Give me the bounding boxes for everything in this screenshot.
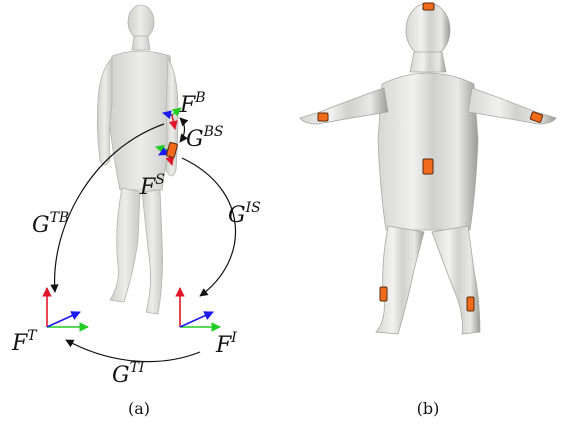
label-transform-global-inertial: GTI (112, 360, 145, 388)
arrow-g-bs (180, 118, 185, 142)
sensor-left-wrist (318, 113, 328, 121)
label-transform-inertial-sensor: GIS (228, 200, 261, 228)
inertial-frame-axes (180, 288, 220, 327)
arrow-g-ti (66, 340, 200, 362)
label-transform-bone-sensor: GBS (186, 124, 223, 152)
panel-a: FB GBS FS GTB GIS FT FI GTI (a) (11, 5, 261, 418)
label-frame-global: FT (11, 328, 38, 356)
caption-b: (b) (417, 399, 440, 418)
sensor-head (423, 3, 434, 10)
global-frame-axes (47, 288, 88, 327)
label-frame-sensor: FS (139, 172, 165, 200)
human-body-mesh-a (97, 5, 178, 314)
sensor-left-knee (380, 287, 387, 301)
label-frame-bone: FB (179, 90, 206, 118)
sensor-right-knee (467, 297, 474, 311)
label-transform-global-bone: GTB (32, 210, 69, 238)
panel-b: (b) (300, 3, 556, 418)
label-frame-inertial: FI (215, 330, 237, 358)
sensor-pelvis (423, 159, 433, 174)
caption-a: (a) (128, 399, 150, 418)
